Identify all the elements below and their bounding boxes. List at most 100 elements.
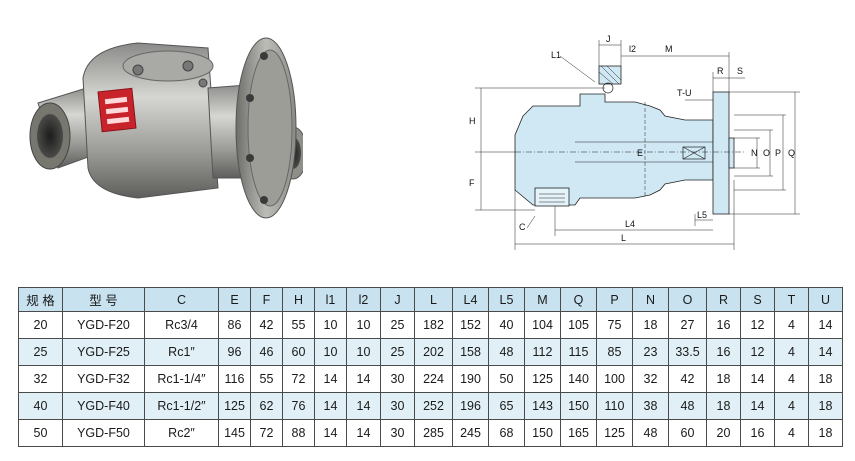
label-l2: l2 [629,44,636,54]
table-cell: 18 [632,311,669,339]
spec-table: 规 格 型 号 C E F H l1 l2 J L L4 L5 M Q P N … [18,287,843,447]
table-cell: 285 [414,419,453,447]
dimension-drawing: L1 J l2 M R S T-U H F E N O P Q C L4 L5 … [469,34,800,250]
table-cell: 23 [632,338,669,366]
table-cell: 104 [524,311,561,339]
table-cell: 14 [808,311,843,339]
header-cell: H [282,287,315,312]
table-cell: 202 [414,338,453,366]
table-cell: 85 [596,338,633,366]
label-R: R [717,66,724,76]
table-cell: 38 [632,392,669,420]
table-cell: 30 [380,392,415,420]
table-cell: 143 [524,392,561,420]
table-cell: 125 [596,419,633,447]
table-cell: 32 [18,365,63,393]
table-cell: 72 [282,365,315,393]
table-cell: 48 [668,392,707,420]
header-cell: l2 [346,287,381,312]
label-C: C [519,222,526,232]
label-L1: L1 [551,50,561,60]
table-cell: 60 [282,338,315,366]
table-cell: 145 [218,419,251,447]
table-cell: Rc2″ [144,419,219,447]
header-cell: P [596,287,633,312]
table-cell: 12 [740,338,775,366]
table-cell: 65 [488,392,525,420]
table-cell: 125 [218,392,251,420]
table-cell: 86 [218,311,251,339]
label-H: H [469,116,476,126]
label-L: L [621,233,626,243]
table-cell: 42 [668,365,707,393]
table-cell: 110 [596,392,633,420]
table-cell: 112 [524,338,561,366]
table-cell: 150 [524,419,561,447]
table-cell: 25 [18,338,63,366]
table-cell: 14 [346,365,381,393]
table-cell: 75 [596,311,633,339]
label-J: J [606,34,611,44]
table-cell: 224 [414,365,453,393]
header-cell: O [668,287,707,312]
header-cell: Q [560,287,597,312]
table-cell: 50 [488,365,525,393]
table-cell: 190 [452,365,489,393]
table-cell: 30 [380,419,415,447]
table-cell: 27 [668,311,707,339]
table-cell: 14 [740,365,775,393]
table-cell: 245 [452,419,489,447]
header-cell: C [144,287,219,312]
label-O: O [763,148,770,158]
table-cell: 72 [250,419,283,447]
header-cell: L5 [488,287,525,312]
table-cell: 48 [632,419,669,447]
table-cell: 150 [560,392,597,420]
table-cell: 62 [250,392,283,420]
table-cell: 20 [706,419,741,447]
table-cell: Rc1-1/2″ [144,392,219,420]
table-cell: 25 [380,338,415,366]
table-cell: 32 [632,365,669,393]
header-cell: U [808,287,843,312]
table-cell: 88 [282,419,315,447]
label-M: M [665,44,673,54]
label-E: E [637,148,643,158]
header-cell: 规 格 [18,287,63,312]
table-cell: 18 [706,365,741,393]
table-cell: 4 [774,311,809,339]
header-cell: E [218,287,251,312]
table-header-row: 规 格 型 号 C E F H l1 l2 J L L4 L5 M Q P N … [18,287,843,312]
table-cell: 16 [706,338,741,366]
table-cell: 105 [560,311,597,339]
table-cell: 18 [808,392,843,420]
table-cell: 10 [314,338,347,366]
table-cell: 18 [808,419,843,447]
table-cell: 12 [740,311,775,339]
header-cell: T [774,287,809,312]
table-cell: 158 [452,338,489,366]
product-photo [29,37,303,219]
table-cell: 4 [774,365,809,393]
table-cell: 68 [488,419,525,447]
table-cell: 46 [250,338,283,366]
label-P: P [775,148,781,158]
table-cell: YGD-F32 [62,365,145,393]
header-cell: l1 [314,287,347,312]
table-cell: 48 [488,338,525,366]
table-cell: 20 [18,311,63,339]
table-cell: 42 [250,311,283,339]
label-F: F [469,178,475,188]
table-cell: Rc1-1/4″ [144,365,219,393]
header-cell: J [380,287,415,312]
table-cell: YGD-F40 [62,392,145,420]
header-cell: L4 [452,287,489,312]
table-cell: 252 [414,392,453,420]
header-cell: 型 号 [62,287,145,312]
table-cell: 16 [706,311,741,339]
table-cell: YGD-F20 [62,311,145,339]
